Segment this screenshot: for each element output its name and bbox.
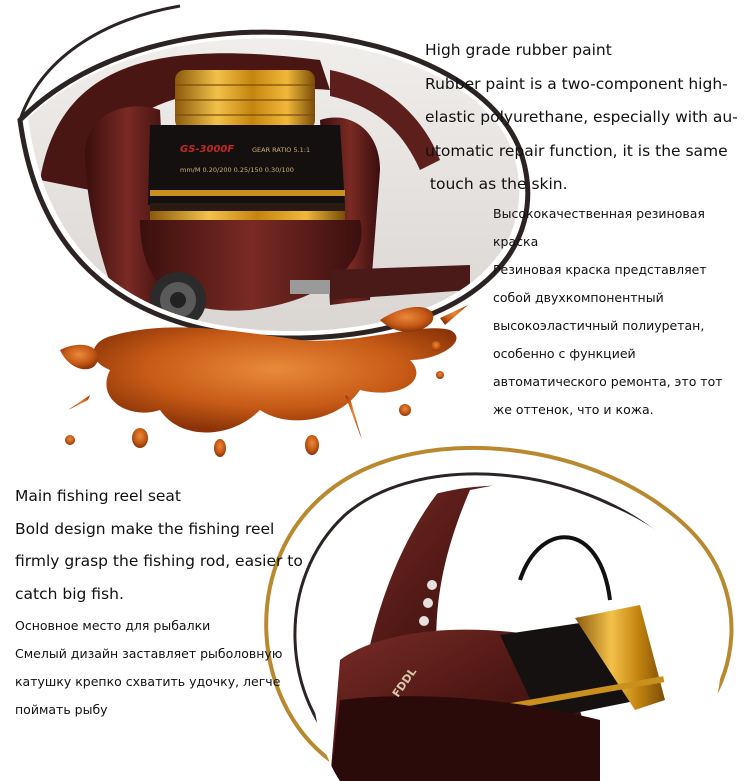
section1-russian-line: Резиновая краска представляет xyxy=(493,262,707,277)
section2-russian-line: поймать рыбу xyxy=(15,702,108,717)
section2-english-line: firmly grasp the fishing rod, easier to xyxy=(15,552,303,570)
section1-english-line: Rubber paint is a two-component high- xyxy=(425,74,728,93)
section1-russian-line: собой двухкомпонентный xyxy=(493,290,664,305)
section1-russian-line: краска xyxy=(493,234,539,249)
section1-english-line: utomatic repair function, it is the same xyxy=(425,141,728,160)
spool-line-text: mm/M 0.20/200 0.25/150 0.30/100 xyxy=(180,166,294,174)
section1-russian-line: высокоэластичный полиуретан, xyxy=(493,318,705,333)
section1-russian-line: же оттенок, что и кожа. xyxy=(493,402,654,417)
section1-english-title: High grade rubber paint xyxy=(425,41,612,59)
section2-russian-text: Основное место для рыбалки Смелый дизайн… xyxy=(15,612,282,724)
spool-model-text: GS-3000F xyxy=(180,144,234,155)
bottom-swoosh-inner xyxy=(293,472,666,762)
section2-russian-line: Основное место для рыбалки xyxy=(15,618,211,633)
top-swoosh-tail xyxy=(18,4,181,121)
section2-english-line: catch big fish. xyxy=(15,584,124,603)
bottom-swoosh xyxy=(264,446,734,762)
top-swoosh xyxy=(17,29,531,341)
section1-russian-line: особенно с функцией xyxy=(493,346,636,361)
section2-english-line: Bold design make the fishing reel xyxy=(15,519,275,538)
section2-english-title: Main fishing reel seat xyxy=(15,487,182,505)
section1-english-line: touch as the skin. xyxy=(425,175,568,193)
section1-english-text: High grade rubber paint Rubber paint is … xyxy=(425,34,738,202)
section1-russian-line: Высококачественная резиновая xyxy=(493,206,705,221)
section1-russian-text: Высококачественная резиновая краска Рези… xyxy=(493,200,723,424)
section2-russian-line: катушку крепко схватить удочку, легче xyxy=(15,674,281,689)
section2-english-text: Main fishing reel seat Bold design make … xyxy=(15,480,303,610)
section1-russian-line: автоматического ремонта, это тот xyxy=(493,374,723,389)
section1-english-line: elastic polyurethane, especially with au… xyxy=(425,108,738,126)
spool-gear-text: GEAR RATIO 5.1:1 xyxy=(252,146,310,154)
section2-russian-line: Смелый дизайн заставляет рыболовную xyxy=(15,646,283,661)
